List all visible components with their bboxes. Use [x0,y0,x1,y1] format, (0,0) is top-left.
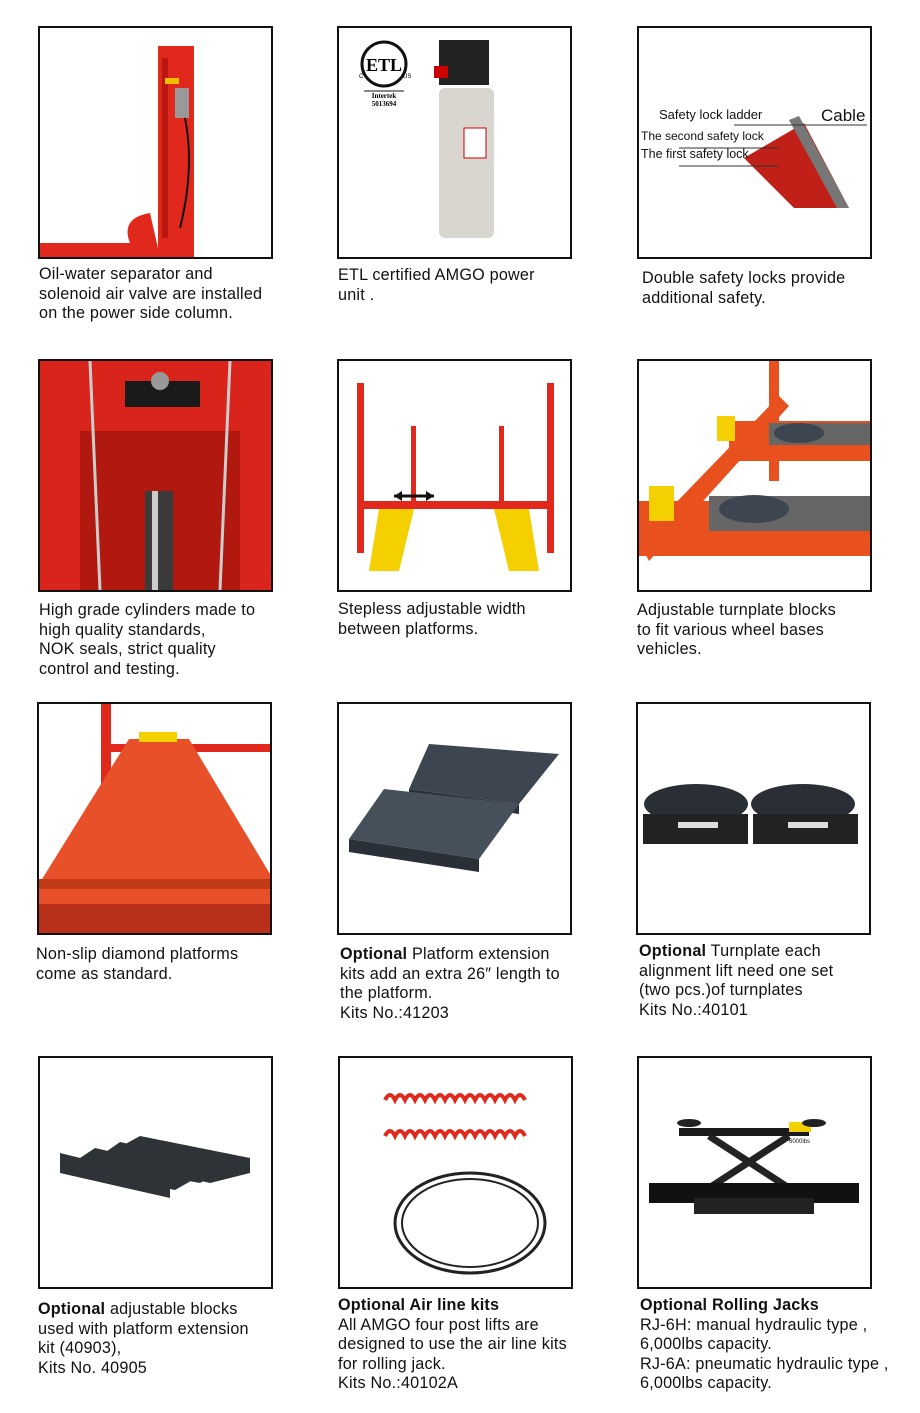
air-line-kit-image [338,1056,573,1289]
label-cable: Cable [821,106,866,125]
cylinder-image [38,359,273,592]
jack-capacity-label: 6000lbs [789,1139,811,1145]
svg-text:C: C [359,74,364,80]
svg-text:5013694: 5013694 [372,100,397,108]
label-second-safety-lock: The second safety lock [641,129,764,143]
turnplate-blocks-image [637,359,872,592]
turnplate-image [636,702,871,935]
adjustable-width-image [337,359,572,592]
svg-text:US: US [403,74,411,80]
safety-locks-image: Safety lock ladder Cable The second safe… [637,26,872,259]
label-safety-lock-ladder: Safety lock ladder [659,107,763,122]
adjustable-blocks-image [38,1056,273,1289]
platform-extension-image [337,702,572,935]
svg-text:Intertek: Intertek [372,92,397,100]
label-first-safety-lock: The first safety lock [641,147,749,161]
diamond-platform-image [37,702,272,935]
rolling-jack-image: 6000lbs [637,1056,872,1289]
svg-text:ETL: ETL [366,55,402,75]
oil-water-separator-image [38,26,273,259]
